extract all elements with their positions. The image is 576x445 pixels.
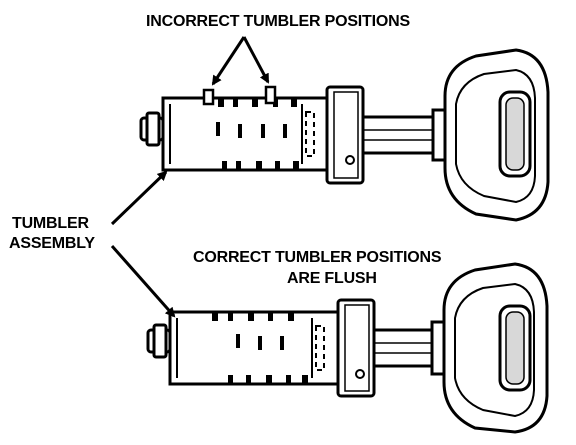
bottom-tumbler-slots xyxy=(212,312,308,384)
bottom-lock-cylinder xyxy=(146,262,549,434)
arrow-to-tumbler-2 xyxy=(242,36,270,84)
arrow-to-top-assembly xyxy=(110,170,168,226)
tumbler-assembly-label-line2: ASSEMBLY xyxy=(9,235,95,252)
bottom-cylinder-body xyxy=(168,310,340,386)
arrow-to-tumbler-1 xyxy=(211,36,246,86)
top-key-shank xyxy=(361,115,435,155)
top-protruding-tumbler-1 xyxy=(202,88,215,106)
bottom-key-shank xyxy=(372,328,434,368)
leader-arrows xyxy=(110,36,270,318)
incorrect-tumbler-label: INCORRECT TUMBLER POSITIONS xyxy=(146,13,410,30)
top-tumbler-slots xyxy=(216,98,299,170)
correct-tumbler-label-line2: ARE FLUSH xyxy=(287,270,377,287)
top-protruding-tumbler-2 xyxy=(264,85,277,105)
arrow-to-bottom-assembly xyxy=(110,245,176,318)
bottom-bezel-hole xyxy=(355,369,365,379)
top-bezel-hole xyxy=(345,155,355,165)
top-cylinder-body xyxy=(161,96,329,172)
top-lock-cylinder xyxy=(139,48,550,222)
tumbler-assembly-label-line1: TUMBLER xyxy=(12,215,89,232)
correct-tumbler-label-line1: CORRECT TUMBLER POSITIONS xyxy=(193,249,442,266)
